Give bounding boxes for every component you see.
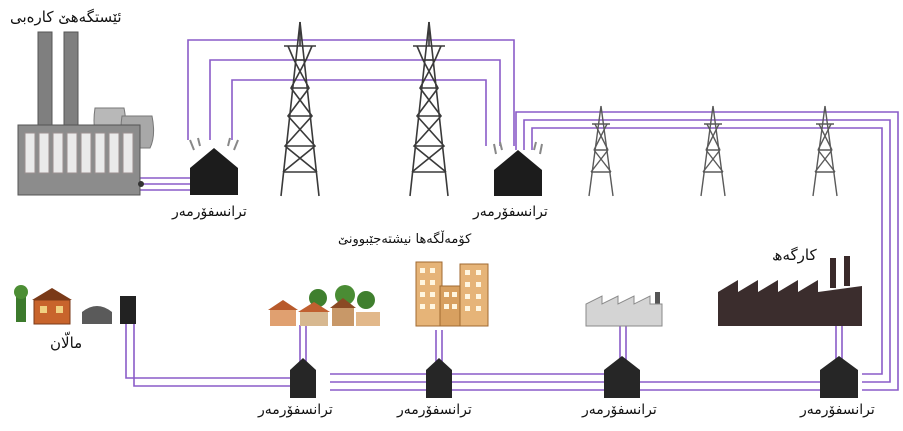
- transformer-homes-village: [290, 358, 316, 398]
- chimney-left: [37, 31, 53, 133]
- small-factory: [585, 292, 663, 327]
- transformer-label-2: ترانسفۆرمەر: [473, 204, 548, 220]
- transformer-step-down-1: [493, 141, 543, 196]
- medium-voltage-tower-1: [588, 105, 614, 197]
- power-station-label: ئێستگەهێ کارەبی: [10, 8, 122, 26]
- transformer-label-6: ترانسفۆرمەر: [800, 402, 875, 418]
- high-voltage-tower-2: [409, 21, 449, 197]
- high-voltage-tower-1: [280, 21, 320, 197]
- village-houses: [268, 285, 380, 326]
- factory-label: کارگەھ: [772, 246, 817, 264]
- transformer-small-factory: [604, 356, 640, 398]
- power-lines: [125, 39, 899, 391]
- medium-voltage-tower-3: [812, 105, 838, 197]
- transformer-label-4: ترانسفۆرمەر: [397, 402, 472, 418]
- apartment-buildings: [415, 261, 489, 327]
- transformer-label-3: ترانسفۆرمەر: [258, 402, 333, 418]
- transformer-factory: [820, 356, 858, 398]
- power-station: [17, 31, 155, 196]
- transformer-label-1: ترانسفۆرمەر: [172, 204, 247, 220]
- medium-voltage-tower-2: [700, 105, 726, 197]
- homes-label: مالّان: [50, 334, 83, 352]
- transformer-label-5: ترانسفۆرمەر: [582, 402, 657, 418]
- transformer-apartments: [426, 358, 452, 398]
- big-factory: [718, 256, 862, 326]
- apartments-label: کۆمەڵگەها نیشتەجێبوونێ: [338, 232, 472, 247]
- chimney-right: [63, 31, 79, 133]
- homes: [14, 285, 136, 325]
- transformer-step-up: [189, 137, 239, 195]
